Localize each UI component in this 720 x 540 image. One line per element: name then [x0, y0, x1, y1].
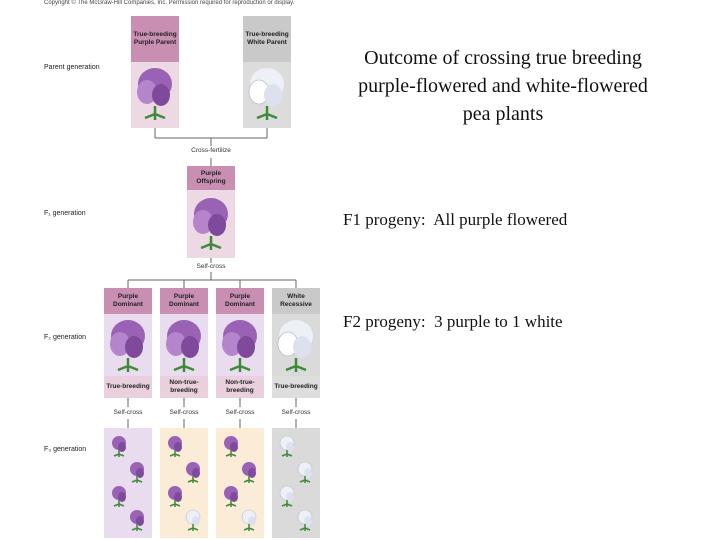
purple-flower-icon	[186, 462, 200, 483]
slide-title: Outcome of crossing true breeding purple…	[358, 47, 648, 125]
f2-col2-top-label: Purple Dominant	[160, 288, 208, 314]
f3-col4-panel	[272, 428, 320, 538]
f3-generation-label: F₃ generation	[44, 446, 87, 453]
purple-flower-icon	[193, 198, 228, 250]
f2-col4-bottom-label: True-breeding	[272, 376, 320, 398]
white-flower-icon	[279, 435, 295, 457]
purple-flower-icon	[130, 510, 144, 531]
purple-flower-icon	[224, 436, 238, 457]
f2-col1-bottom-label: True-breeding	[104, 376, 152, 398]
white-parent-label: True-breeding White Parent	[243, 16, 291, 62]
purple-flower-icon	[242, 462, 256, 483]
purple-flower-icon	[168, 486, 182, 507]
f2-col3-top-label: Purple Dominant	[216, 288, 264, 314]
f1-progeny-text: F1 progeny: All purple flowered	[343, 210, 568, 229]
f3-col1-panel	[104, 428, 152, 538]
purple-flower-icon	[137, 68, 172, 120]
white-flower-icon	[297, 509, 313, 531]
cross-fertilize-label: Cross-fertilize	[191, 147, 231, 154]
f3-col2-panel	[160, 428, 208, 538]
purple-flower-icon	[112, 486, 126, 507]
f2-generation-label: F₂ generation	[44, 334, 87, 341]
f2-col3-self-cross: Self-cross	[225, 409, 255, 416]
purple-flower-icon	[168, 436, 182, 457]
white-flower-icon	[279, 485, 295, 507]
f2-col3-bottom-label: Non-true-breeding	[216, 376, 264, 398]
f2-progeny-text: F2 progeny: 3 purple to 1 white	[343, 312, 563, 331]
purple-flower-icon	[110, 320, 145, 372]
f3-col3-panel	[216, 428, 264, 538]
white-flower-icon	[241, 509, 257, 531]
f1-generation-label: F₁ generation	[44, 210, 86, 217]
purple-flower-icon	[130, 462, 144, 483]
white-flower-icon	[248, 68, 284, 120]
f2-col1-self-cross: Self-cross	[113, 409, 143, 416]
f2-col2-self-cross: Self-cross	[169, 409, 199, 416]
f2-col4-self-cross: Self-cross	[281, 409, 311, 416]
purple-flower-icon	[112, 436, 126, 457]
white-flower-icon	[277, 320, 313, 372]
purple-flower-icon	[222, 320, 257, 372]
purple-flower-icon	[224, 486, 238, 507]
f2-col2-bottom-label: Non-true-breeding	[160, 376, 208, 398]
parent-generation-label: Parent generation	[44, 64, 100, 71]
purple-offspring-label: Purple Offspring	[187, 166, 235, 190]
copyright-notice: Copyright © The McGraw-Hill Companies, I…	[44, 0, 295, 6]
purple-parent-label: True-breeding Purple Parent	[131, 16, 179, 62]
white-flower-icon	[185, 509, 201, 531]
f2-col1-top-label: Purple Dominant	[104, 288, 152, 314]
purple-flower-icon	[166, 320, 201, 372]
f2-col4-top-label: White Recessive	[272, 288, 320, 314]
self-cross-label: Self-cross	[196, 263, 226, 270]
white-flower-icon	[297, 461, 313, 483]
